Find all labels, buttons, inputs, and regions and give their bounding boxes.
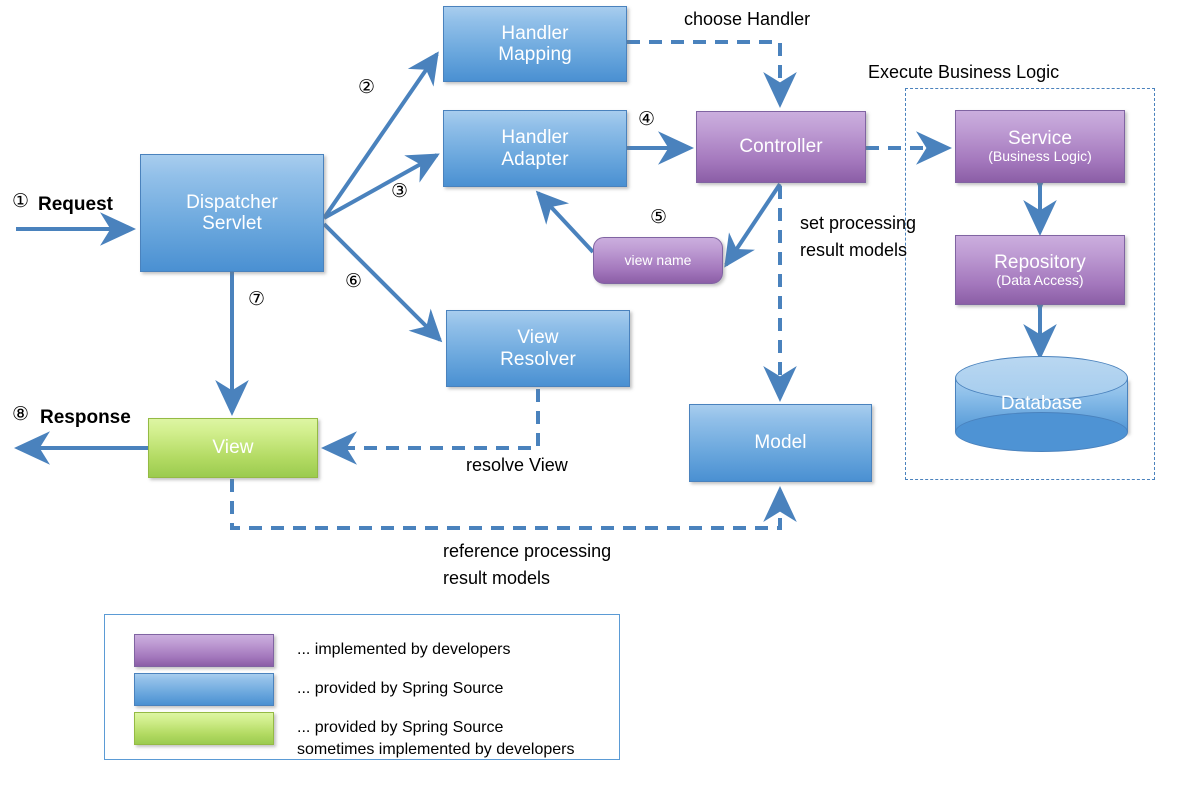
node-service-label-2: (Business Logic) — [988, 148, 1092, 165]
node-model-label: Model — [754, 432, 807, 454]
edge-choose-handler — [627, 40, 797, 108]
node-handler-mapping-label-1: Handler — [501, 22, 569, 44]
label-set-processing-line-1: set processing — [800, 213, 917, 233]
legend-row-provided-by-spring-source: ... provided by Spring Source — [134, 673, 503, 706]
node-handler-mapping[interactable]: Handler Mapping — [443, 6, 627, 82]
node-dispatcher-servlet-label-2: Servlet — [202, 213, 262, 234]
node-database-label: Database — [1000, 393, 1083, 414]
node-repository[interactable]: Repository (Data Access) — [955, 235, 1125, 305]
label-set-processing-line-2: result models — [800, 240, 908, 260]
label-choose-handler: choose Handler — [684, 9, 811, 29]
node-handler-adapter-label-1: Handler — [501, 127, 569, 149]
database-cylinder-bottom — [955, 412, 1128, 452]
edge-dispatcher-to-view-resolver — [322, 222, 443, 343]
step-8: ⑧ — [12, 404, 30, 425]
edge-resolve-view — [321, 389, 540, 465]
label-resolve-view: resolve View — [466, 455, 568, 475]
edge-dispatcher-to-handler-adapter — [323, 153, 440, 220]
node-repository-label-1: Repository — [994, 251, 1086, 273]
label-request: Request — [38, 194, 113, 215]
step-2: ② — [358, 77, 376, 98]
legend-swatch-blue — [134, 673, 274, 706]
node-repository-label-2: (Data Access) — [996, 271, 1084, 288]
label-response: Response — [40, 407, 131, 428]
legend-row-implemented-by-developers: ... implemented by developers — [134, 634, 510, 667]
legend-swatch-green — [134, 712, 274, 745]
step-5: ⑤ — [650, 207, 668, 228]
node-handler-adapter[interactable]: Handler Adapter — [443, 110, 627, 187]
region-execute-business-logic-label: Execute Business Logic — [868, 62, 1060, 82]
step-4: ④ — [638, 109, 656, 130]
step-3: ③ — [391, 181, 409, 202]
step-1: ① — [12, 191, 30, 212]
step-7: ⑦ — [248, 289, 266, 310]
node-service-label-1: Service — [1007, 128, 1073, 150]
node-view-resolver-label-1: View — [517, 327, 559, 349]
node-view-resolver-label-2: Resolver — [500, 348, 576, 370]
node-view[interactable]: View — [148, 418, 318, 478]
legend-label-blue: ... provided by Spring Source — [297, 680, 504, 697]
node-service[interactable]: Service (Business Logic) — [955, 110, 1125, 183]
label-reference-line-2: result models — [443, 568, 551, 588]
edge-controller-to-view-name — [724, 182, 782, 268]
legend-label-green: ... provided by Spring Source sometimes … — [297, 719, 575, 758]
node-dispatcher-servlet-label-1: Dispatcher — [186, 191, 278, 213]
node-controller[interactable]: Controller — [696, 111, 866, 183]
edge-dispatcher-to-handler-mapping — [322, 51, 439, 220]
region-execute-business-logic — [905, 88, 1155, 480]
legend-row-provided-sometimes-implemented: ... provided by Spring Source sometimes … — [134, 712, 574, 760]
node-view-name-label: view name — [624, 251, 692, 268]
legend-swatch-purple — [134, 634, 274, 667]
edge-view-to-model — [230, 479, 797, 530]
label-reference-line-1: reference processing — [443, 541, 612, 561]
node-database[interactable]: Database — [955, 356, 1128, 452]
node-view-resolver[interactable]: View Resolver — [446, 310, 630, 387]
legend-label-purple: ... implemented by developers — [297, 641, 511, 658]
legend-panel: ... implemented by developers ... provid… — [104, 614, 620, 760]
node-handler-adapter-label-2: Adapter — [501, 148, 569, 170]
node-dispatcher-servlet[interactable]: Dispatcher Servlet — [140, 154, 324, 272]
edge-view-name-to-handler-adapter — [535, 190, 595, 254]
node-handler-mapping-label-2: Mapping — [498, 44, 572, 65]
node-view-name[interactable]: view name — [593, 237, 723, 284]
node-view-label: View — [212, 437, 254, 459]
step-6: ⑥ — [345, 271, 363, 292]
node-controller-label: Controller — [739, 136, 823, 158]
node-model[interactable]: Model — [689, 404, 872, 482]
